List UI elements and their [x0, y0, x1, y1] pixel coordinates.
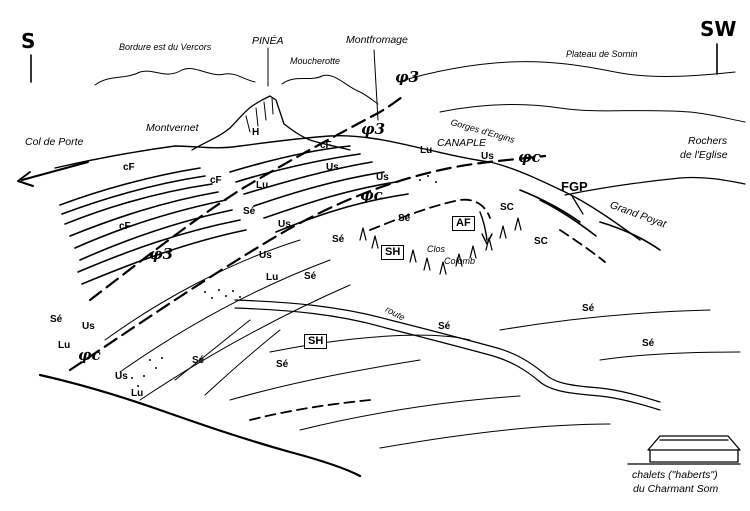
- unit-Us-4: Us: [278, 219, 291, 230]
- col-de-porte-label: Col de Porte: [25, 136, 84, 148]
- road-edge: [234, 307, 661, 411]
- chalets-label-line2: du Charmant Som: [633, 483, 719, 495]
- chalets-drawing: [627, 435, 741, 465]
- col-de-porte-arrow-head: [17, 171, 34, 187]
- southwest-label: SW: [700, 17, 737, 41]
- unit-SH-box-1: SH: [381, 245, 405, 260]
- unit-Se-9: Sé: [582, 303, 595, 314]
- fault-secondary-3: [559, 229, 606, 263]
- unit-cF-3: cF: [320, 140, 332, 151]
- unit-Se-10: Sé: [642, 338, 655, 349]
- unit-AF-box: AF: [452, 216, 475, 231]
- main-ridge: [54, 134, 641, 241]
- clos-colomb-trees: [359, 217, 522, 275]
- unit-Se-8: Sé: [438, 321, 451, 332]
- unit-cF-2: cF: [210, 175, 222, 186]
- unit-Us-2: Us: [376, 172, 389, 183]
- fault-secondary-2: [249, 399, 371, 421]
- foreground-edge: [38, 373, 362, 478]
- fault-phi3: [88, 92, 408, 302]
- montfromage-leader: [373, 49, 379, 121]
- rochers-label-line2: de l'Eglise: [680, 149, 728, 161]
- unit-Lu-4: Lu: [58, 340, 71, 351]
- south-label: S: [21, 29, 36, 53]
- phi3-label-lower: φ3: [149, 245, 174, 263]
- unit-Se-5: Sé: [50, 314, 63, 325]
- pinea-label: PINÉA: [252, 35, 284, 47]
- unit-cF-4: cF: [119, 221, 131, 232]
- fault-secondary-1: [369, 198, 491, 231]
- unit-Lu-1: Lu: [420, 145, 433, 156]
- meadow-lines: [229, 309, 741, 449]
- forest-hatching: [59, 145, 661, 285]
- road: [234, 299, 661, 403]
- unit-SC-2: SC: [534, 236, 548, 247]
- unit-Se-4: Sé: [304, 271, 317, 282]
- unit-Lu-5: Lu: [131, 388, 144, 399]
- scree-stipple: [131, 175, 437, 387]
- pinea-peak: [191, 95, 351, 151]
- unit-Us-6: Us: [82, 321, 95, 332]
- phic-label-middle: φc: [360, 186, 383, 204]
- col-de-porte-arrow-shaft: [21, 161, 89, 181]
- unit-Se-2: Sé: [398, 213, 411, 224]
- phic-label-left: φc: [78, 346, 101, 364]
- fgp-leader: [571, 195, 584, 215]
- chalets-label-line1: chalets ("haberts"): [632, 469, 718, 481]
- unit-Lu-3: Lu: [266, 272, 279, 283]
- clos-colomb-label-line2: Colomb: [444, 256, 476, 266]
- montfromage-label: Montfromage: [346, 34, 408, 46]
- af-arrow: [479, 211, 493, 245]
- unit-cF-1: cF: [123, 162, 135, 173]
- sornin-ridge: [397, 61, 736, 83]
- unit-Se-7: Sé: [276, 359, 289, 370]
- montvernet-label: Montvernet: [146, 122, 199, 134]
- moucherotte-ridge: [281, 74, 379, 105]
- unit-SC-1: SC: [500, 202, 514, 213]
- unit-SH-box-2: SH: [304, 334, 328, 349]
- unit-H: H: [252, 127, 260, 138]
- vercors-ridge: [94, 68, 256, 86]
- unit-Se-1: Sé: [243, 206, 256, 217]
- unit-Se-6: Sé: [192, 355, 205, 366]
- phi3-label-top: φ3: [395, 68, 420, 86]
- unit-Us-3: Us: [481, 151, 494, 162]
- canaple-label: CANAPLE: [437, 137, 487, 149]
- sornin-label: Plateau de Sornin: [566, 49, 638, 59]
- pinea-cliff: [245, 97, 274, 133]
- unit-Se-3: Sé: [332, 234, 345, 245]
- rochers-ridge: [564, 176, 746, 196]
- vercors-edge-label: Bordure est du Vercors: [119, 42, 212, 52]
- unit-Lu-2: Lu: [256, 180, 269, 191]
- rochers-label-line1: Rochers: [688, 135, 728, 147]
- clos-colomb-label-line1: Clos: [427, 244, 446, 254]
- unit-FGP: FGP: [561, 179, 588, 194]
- phi3-label-middle: φ3: [361, 120, 386, 138]
- unit-Us-5: Us: [259, 250, 272, 261]
- slope-lines: [104, 239, 351, 401]
- unit-Us-7: Us: [115, 371, 128, 382]
- phic-label-right: φc: [518, 148, 541, 166]
- far-ridge-right: [439, 104, 746, 123]
- fault-phic: [68, 154, 547, 372]
- unit-Us-1: Us: [326, 162, 339, 173]
- moucherotte-label: Moucherotte: [290, 56, 341, 66]
